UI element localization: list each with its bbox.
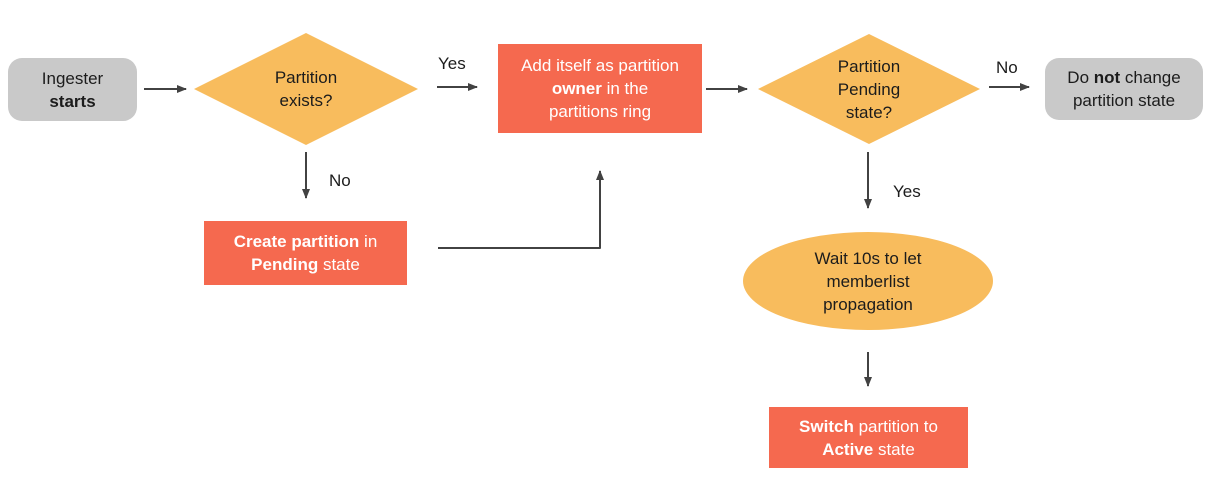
text-regular: Add itself as partition (521, 56, 679, 75)
text-bold: not (1093, 68, 1121, 87)
text-line: Switch partition to (799, 415, 938, 438)
node-text: Partition Pending state? (838, 55, 900, 124)
text-regular: in (359, 232, 378, 251)
node-text: Do not change partition state (1067, 66, 1180, 112)
text-line: Create partition in (234, 230, 378, 253)
node-text: Switch partition to Active state (799, 415, 938, 461)
node-text: Partition exists? (275, 66, 337, 112)
text-line: partitions ring (521, 100, 679, 123)
text-bold: Create partition (233, 232, 360, 251)
node-ingester-starts: Ingester starts (8, 58, 137, 121)
text-line: propagation (814, 293, 921, 316)
text-bold: Pending (251, 255, 319, 274)
text-bold: Switch (799, 416, 854, 436)
arrow-create-to-owner-elbow (438, 170, 604, 249)
text-bold: Active (822, 439, 874, 459)
text-line: Wait 10s to let (814, 247, 921, 270)
edge-label-pending-yes: Yes (893, 182, 921, 201)
text-regular: state? (845, 102, 893, 122)
node-add-partition-owner: Add itself as partition owner in the par… (498, 44, 702, 133)
edge-label-pending-no: No (996, 58, 1018, 77)
edge-label-exists-yes: Yes (438, 54, 466, 73)
text-regular: state (318, 255, 360, 274)
text-line: Partition (275, 66, 337, 89)
text-line: exists? (275, 89, 337, 112)
text-regular: Partition (274, 68, 338, 87)
text-regular: Do (1067, 68, 1094, 87)
text-regular: partition to (853, 416, 938, 436)
text-regular: Wait 10s to let (814, 248, 922, 268)
text-line: starts (42, 90, 103, 113)
text-regular: change (1120, 68, 1181, 87)
node-text: Create partition in Pending state (234, 230, 378, 276)
text-regular: Partition (837, 56, 901, 76)
node-switch-partition-active: Switch partition to Active state (769, 407, 968, 468)
text-regular: state (873, 439, 915, 459)
text-regular: memberlist (826, 271, 910, 291)
text-line: Add itself as partition (521, 54, 679, 77)
node-wait-memberlist-propagation: Wait 10s to let memberlist propagation (743, 232, 993, 330)
text-regular: propagation (823, 294, 913, 314)
text-line: memberlist (814, 270, 921, 293)
text-regular: in the (601, 79, 649, 98)
text-regular: exists? (279, 91, 333, 110)
text-line: Pending (838, 78, 900, 101)
text-line: Partition (838, 55, 900, 78)
text-line: Active state (799, 438, 938, 461)
text-line: state? (838, 101, 900, 124)
text-regular: Pending (837, 79, 901, 99)
text-bold: owner (551, 79, 602, 98)
text-bold: starts (49, 91, 96, 111)
text-regular: partition state (1072, 91, 1176, 110)
node-create-partition-pending: Create partition in Pending state (204, 221, 407, 285)
node-do-not-change-state: Do not change partition state (1045, 58, 1203, 120)
edge-label-exists-no: No (329, 171, 351, 190)
text-line: Ingester (42, 67, 103, 90)
text-regular: partitions ring (548, 102, 652, 121)
text-line: Pending state (234, 253, 378, 276)
node-text: Ingester starts (42, 67, 103, 113)
text-regular: Ingester (41, 68, 104, 88)
text-line: Do not change (1067, 66, 1180, 89)
node-text: Add itself as partition owner in the par… (521, 54, 679, 123)
node-text: Wait 10s to let memberlist propagation (814, 247, 921, 316)
text-line: owner in the (521, 77, 679, 100)
text-line: partition state (1067, 89, 1180, 112)
